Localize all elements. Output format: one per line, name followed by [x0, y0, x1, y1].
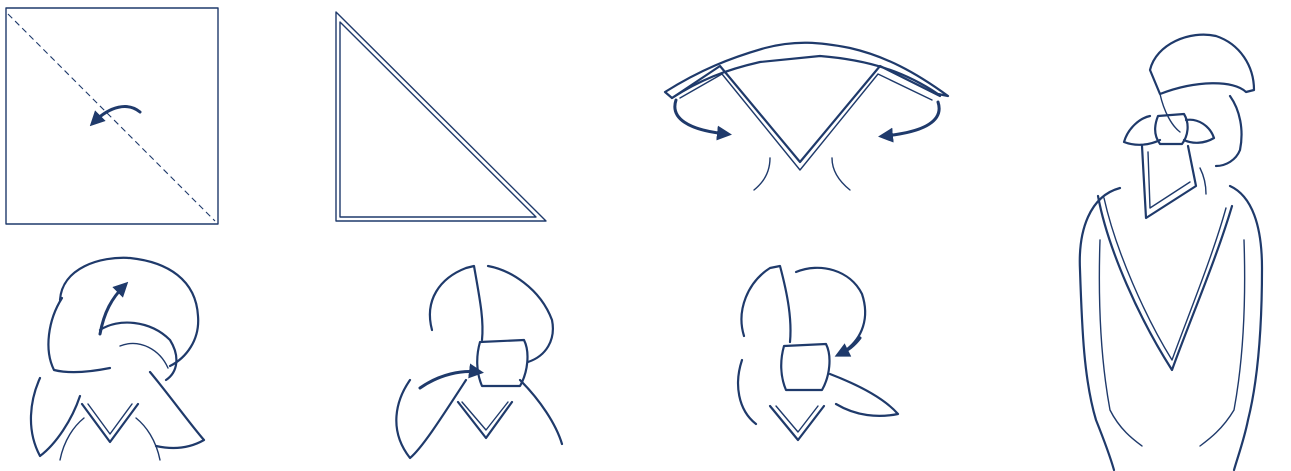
- back-triangle-tip: [770, 406, 824, 440]
- scarf-knot-cross: [100, 323, 176, 380]
- fold-arrow-icon: [94, 107, 140, 122]
- scarf-side-left: [738, 360, 756, 424]
- head-outline: [60, 258, 198, 366]
- step-7-finished-icon: [1080, 35, 1262, 470]
- step-3-drape-icon: [665, 43, 948, 190]
- step-1-square-fold-icon: [6, 8, 218, 224]
- back-triangle-hem: [88, 404, 132, 434]
- wrap-arrow-left-icon: [675, 100, 726, 134]
- step-4-knot-icon: [31, 258, 204, 460]
- wrap-arrow-right-icon: [884, 102, 939, 136]
- step-5-loop-icon: [396, 266, 562, 458]
- scarf-top-edge: [665, 43, 948, 98]
- knot-fold: [120, 343, 168, 368]
- neck-left: [754, 158, 770, 190]
- triangle-outer: [336, 12, 546, 221]
- head-wrap: [796, 268, 865, 350]
- scarf-end-right: [520, 380, 562, 444]
- loop-left-wing: [430, 266, 483, 340]
- back-triangle-hem: [776, 406, 818, 432]
- shoulder-right: [136, 418, 160, 460]
- back-right-outline: [1230, 186, 1262, 470]
- back-triangle-tip: [82, 404, 138, 442]
- bow-right-loop: [1184, 120, 1214, 143]
- step-6-tighten-icon: [738, 266, 898, 440]
- shoulder-left: [60, 418, 84, 460]
- scarf-end-right: [150, 372, 204, 448]
- tail-hem: [1148, 152, 1190, 208]
- back-left-outline: [1080, 188, 1120, 470]
- tighten-arrow-icon: [840, 338, 860, 354]
- bow-left-wing: [742, 266, 791, 342]
- arm-right: [1200, 240, 1245, 446]
- head-right-profile: [1216, 96, 1242, 166]
- scarf-lower-edge: [1160, 94, 1180, 132]
- scarf-end-right: [830, 374, 898, 416]
- pull-through-arrow-icon: [420, 372, 478, 388]
- dress-v-back: [1098, 196, 1232, 370]
- head-wrap: [488, 266, 553, 362]
- head-scarf: [1150, 35, 1254, 94]
- triangle-inner-hem: [340, 22, 536, 217]
- knot-band: [781, 344, 829, 390]
- step-2-triangle-icon: [336, 12, 546, 221]
- scarf-end-left: [31, 378, 80, 456]
- neck-right: [832, 158, 850, 190]
- neck: [1200, 168, 1206, 194]
- scarf-end-left: [396, 380, 466, 458]
- diagonal-fold-line: [8, 14, 215, 221]
